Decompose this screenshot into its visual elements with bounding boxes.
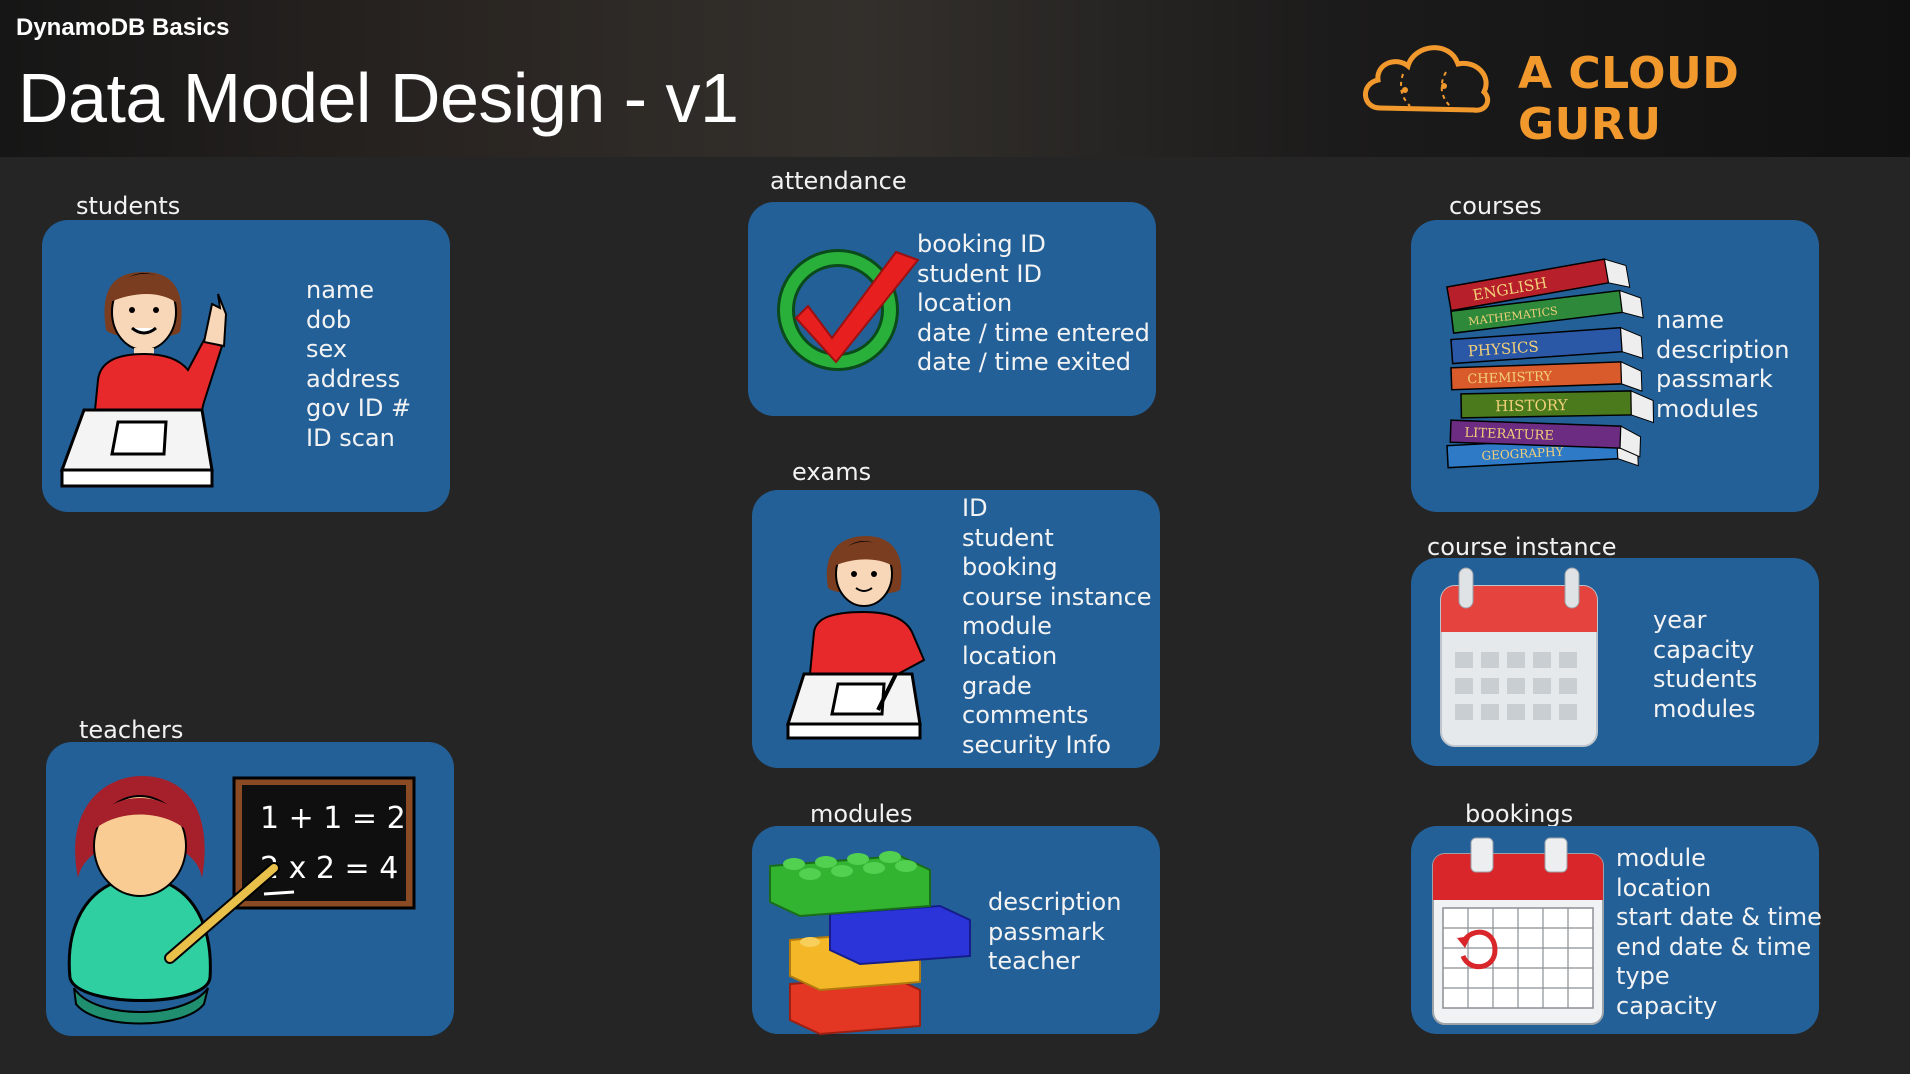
chalk-line-1: 1 + 1 = 2 xyxy=(260,801,406,836)
page-title: Data Model Design - v1 xyxy=(18,59,739,137)
student-at-desk-icon xyxy=(59,272,228,488)
book-label: PHYSICS xyxy=(1467,338,1539,361)
students-fields: name dob sex address gov ID # ID scan xyxy=(306,276,411,454)
book: LITERATURE xyxy=(1449,419,1642,458)
exams-title: exams xyxy=(792,458,872,486)
brand-name: A CLOUD GURU xyxy=(1518,48,1740,150)
field: ID xyxy=(962,494,988,522)
course-instance-title: course instance xyxy=(1427,533,1617,561)
field: teacher xyxy=(988,947,1080,976)
field: gov ID # xyxy=(306,394,412,423)
bookings-card: module location start date & time end da… xyxy=(1411,826,1822,1034)
field: type xyxy=(1616,962,1670,991)
book-label: LITERATURE xyxy=(1464,426,1554,444)
field: modules xyxy=(1656,394,1759,423)
book-label: CHEMISTRY xyxy=(1467,369,1553,387)
bookings-title: bookings xyxy=(1465,800,1574,828)
field: comments xyxy=(962,701,1089,730)
field: location xyxy=(962,641,1058,670)
attendance-title: attendance xyxy=(770,167,907,195)
book: HISTORY xyxy=(1460,390,1655,424)
field: course instance xyxy=(962,582,1152,611)
bookings-fields: module location start date & time end da… xyxy=(1616,844,1822,1022)
book-stack-icon: GEOGRAPHY LITERATURE HISTORY CHEMISTRY P… xyxy=(1446,258,1655,469)
exams-fields: ID student booking course instance modul… xyxy=(962,494,1152,760)
brand-logo: A CLOUD GURU xyxy=(1358,34,1878,150)
field: student xyxy=(962,523,1054,552)
building-blocks-icon xyxy=(769,851,971,1036)
field: description xyxy=(1656,335,1790,364)
book: CHEMISTRY xyxy=(1450,361,1643,392)
field: sex xyxy=(306,335,348,364)
book-label: HISTORY xyxy=(1495,396,1569,415)
field: name xyxy=(1656,306,1725,334)
field: booking ID xyxy=(917,230,1046,258)
courses-fields: name description passmark modules xyxy=(1656,306,1789,424)
student-writing-icon xyxy=(785,536,926,740)
checkmark-icon xyxy=(777,249,920,371)
teachers-card: 1 + 1 = 2 2 x 2 = 4 xyxy=(46,742,454,1036)
field: name xyxy=(306,276,375,304)
attendance-fields: booking ID student ID location date / ti… xyxy=(917,230,1150,378)
modules-fields: description passmark teacher xyxy=(988,888,1121,977)
field: ID scan xyxy=(306,423,395,452)
book: ENGLISH xyxy=(1446,258,1631,312)
field: modules xyxy=(1653,694,1756,723)
teachers-title: teachers xyxy=(79,716,184,744)
course-label: DynamoDB Basics xyxy=(16,14,230,41)
modules-title: modules xyxy=(810,800,913,828)
students-title: students xyxy=(76,192,181,220)
courses-title: courses xyxy=(1449,192,1542,220)
field: passmark xyxy=(988,917,1105,946)
field: year xyxy=(1653,606,1707,634)
book: PHYSICS xyxy=(1450,326,1644,365)
modules-card: description passmark teacher xyxy=(752,826,1160,1036)
field: end date & time xyxy=(1616,932,1812,961)
attendance-card: booking ID student ID location date / ti… xyxy=(748,202,1156,416)
calendar-booking-icon xyxy=(1432,837,1604,1025)
field: students xyxy=(1653,665,1758,694)
course-instance-fields: year capacity students modules xyxy=(1653,606,1757,724)
field: date / time entered xyxy=(917,318,1150,347)
field: description xyxy=(988,888,1122,916)
field: grade xyxy=(962,671,1032,700)
cloud-logo-icon xyxy=(1363,45,1491,113)
field: module xyxy=(1616,844,1706,872)
book-label: GEOGRAPHY xyxy=(1481,445,1565,463)
field: start date & time xyxy=(1616,903,1822,932)
field: capacity xyxy=(1616,991,1718,1020)
students-card: name dob sex address gov ID # ID scan xyxy=(42,220,450,512)
field: module xyxy=(962,612,1052,641)
courses-card: GEOGRAPHY LITERATURE HISTORY CHEMISTRY P… xyxy=(1411,220,1819,512)
field: location xyxy=(917,289,1013,318)
field: address xyxy=(306,364,401,393)
teacher-chalkboard-icon: 1 + 1 = 2 2 x 2 = 4 xyxy=(67,776,416,1025)
chalk-line-2: 2 x 2 = 4 xyxy=(260,851,398,886)
field: security Info xyxy=(962,730,1111,759)
field: dob xyxy=(306,305,352,334)
exams-card: ID student booking course instance modul… xyxy=(752,490,1160,768)
field: location xyxy=(1616,873,1712,902)
field: date / time exited xyxy=(917,348,1131,377)
book: MATHEMATICS xyxy=(1450,289,1644,334)
field: student ID xyxy=(917,259,1042,288)
field: booking xyxy=(962,553,1058,582)
course-instance-card: year capacity students modules xyxy=(1411,558,1819,766)
field: capacity xyxy=(1653,635,1755,664)
calendar-icon xyxy=(1440,567,1598,747)
field: passmark xyxy=(1656,365,1773,394)
header-banner: DynamoDB Basics Data Model Design - v1 A… xyxy=(0,0,1910,157)
